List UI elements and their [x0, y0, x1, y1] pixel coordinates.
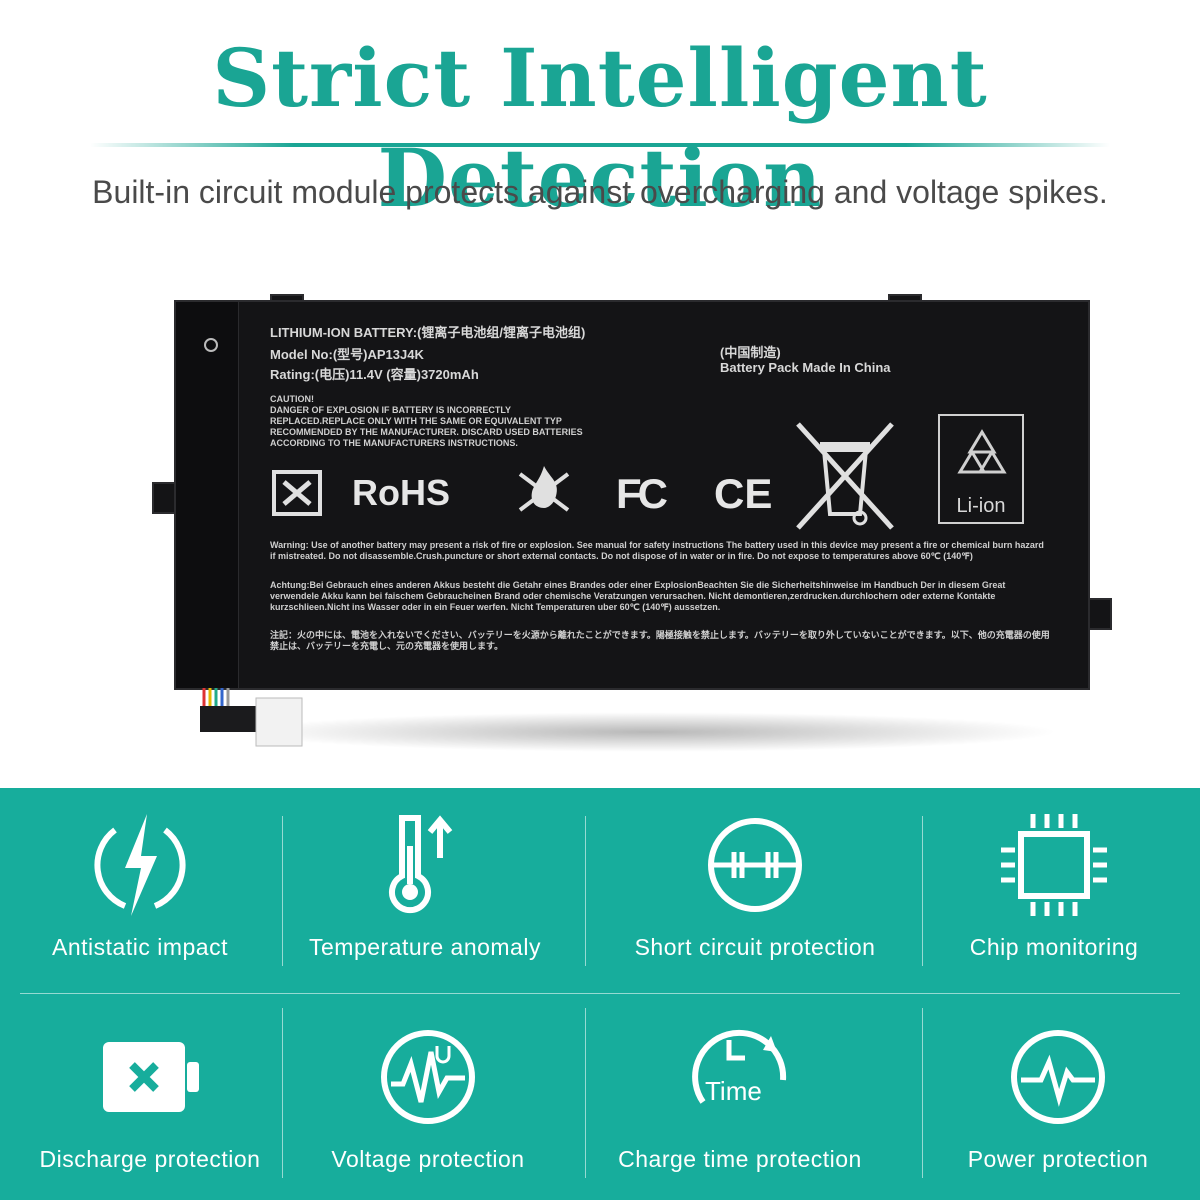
- crossed-bin-icon: [796, 422, 894, 530]
- feature-label: Voltage protection: [331, 1146, 525, 1172]
- features-panel: Antistatic impact Temperature anomaly Sh…: [0, 788, 1200, 1200]
- battery-shadow: [240, 712, 1060, 752]
- battery-cable-connector: [200, 688, 303, 747]
- divider: [922, 1008, 923, 1178]
- recycle-arrows-icon: [957, 429, 1007, 474]
- chip-icon: [1001, 814, 1107, 916]
- title-underline: [90, 143, 1110, 147]
- made-in-text: Battery Pack Made In China: [720, 360, 891, 375]
- fcc-mark: FC: [616, 470, 668, 517]
- voltage-wave-icon: [381, 1030, 475, 1124]
- heartbeat-circle-icon: [1011, 1030, 1105, 1124]
- feature-power: Power protection: [908, 1000, 1200, 1190]
- feature-antistatic: Antistatic impact: [0, 788, 290, 978]
- timer-icon-text: Time: [705, 1076, 762, 1106]
- flame-warning-icon: [518, 466, 570, 512]
- circuit-circle-icon: [708, 818, 802, 912]
- divider: [282, 816, 283, 966]
- battery-pack: LITHIUM-ION BATTERY:(锂离子电池组/锂离子电池组) Mode…: [174, 300, 1090, 690]
- feature-label: Charge time protection: [618, 1146, 862, 1172]
- divider: [585, 816, 586, 966]
- lightning-circle-icon: [94, 814, 186, 916]
- warning-german: Achtung:Bei Gebrauch eines anderen Akkus…: [270, 580, 1006, 612]
- rating-text: Rating:(电压)11.4V (容量)3720mAh: [270, 367, 479, 382]
- divider: [20, 993, 1180, 994]
- feature-charge-time: Time Charge time protection: [590, 1000, 890, 1190]
- liion-recycle-badge: Li-ion: [938, 414, 1024, 524]
- feature-discharge: Discharge protection: [0, 1000, 300, 1190]
- made-in-cn-text: (中国制造): [720, 345, 781, 360]
- liion-label: Li-ion: [956, 495, 1006, 517]
- battery-x-icon: [103, 1042, 199, 1112]
- recycle-mark-icon: [272, 470, 322, 516]
- feature-label: Chip monitoring: [969, 934, 1139, 960]
- feature-short-circuit: Short circuit protection: [605, 788, 905, 978]
- warning-japanese: 注記：火の中には、電池を入れないでください、バッテリーを火源から離れたことができ…: [270, 630, 1050, 651]
- feature-temperature: Temperature anomaly: [275, 788, 575, 978]
- feature-label: Discharge protection: [39, 1146, 261, 1172]
- warning-english: Warning: Use of another battery may pres…: [270, 540, 1044, 561]
- feature-label: Power protection: [967, 1146, 1149, 1172]
- divider: [282, 1008, 283, 1178]
- feature-label: Temperature anomaly: [309, 934, 541, 960]
- thermometer-up-icon: [389, 815, 453, 914]
- rohs-mark: RoHS: [352, 472, 450, 513]
- battery-illustration: LITHIUM-ION BATTERY:(锂离子电池组/锂离子电池组) Mode…: [152, 294, 1112, 752]
- timer-icon: Time: [692, 1029, 787, 1106]
- battery-type-text: LITHIUM-ION BATTERY:(锂离子电池组/锂离子电池组): [270, 325, 586, 340]
- battery-side-strip: [176, 302, 239, 688]
- divider: [922, 816, 923, 966]
- feature-chip: Chip monitoring: [904, 788, 1200, 978]
- mount-hole: [204, 338, 218, 352]
- model-number-text: Model No:(型号)AP13J4K: [270, 347, 424, 362]
- caution-text: CAUTION! DANGER OF EXPLOSION IF BATTERY …: [270, 394, 583, 448]
- feature-label: Antistatic impact: [52, 934, 228, 960]
- divider: [585, 1008, 586, 1178]
- page-subtitle: Built-in circuit module protects against…: [92, 174, 1108, 210]
- feature-label: Short circuit protection: [634, 934, 876, 960]
- ce-mark: CE: [714, 470, 773, 517]
- feature-voltage: Voltage protection: [278, 1000, 578, 1190]
